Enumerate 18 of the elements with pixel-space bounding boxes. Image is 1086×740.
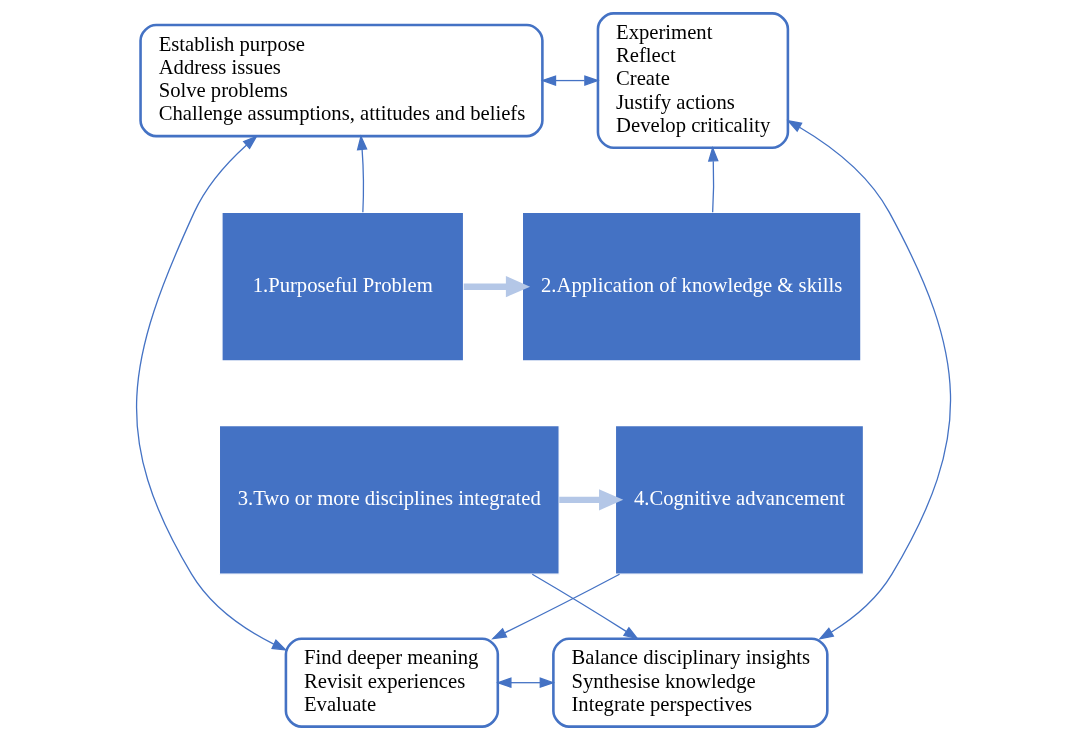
- node-box: Experiment Reflect Create Justify actions Develop criticality: [596, 12, 789, 150]
- node-box: Balance disciplinary insights Synthesise knowledge Integrate perspectives: [551, 637, 829, 728]
- arrow: [463, 276, 530, 298]
- arrow: [707, 146, 719, 213]
- node-box: 1.Purposeful Problem: [220, 211, 464, 362]
- node-box: 3.Two or more disciplines integrated: [218, 424, 560, 575]
- arrow: [490, 573, 620, 640]
- arrow: [540, 75, 600, 86]
- arrow: [531, 573, 639, 640]
- arrow: [495, 677, 555, 689]
- node-box: 4.Cognitive advancement: [614, 424, 864, 575]
- node-box: Find deeper meaning Revisit experiences Evaluate: [284, 637, 499, 728]
- node-box: Establish purpose Address issues Solve problems Challenge assumptions, attitudes and beliefs: [138, 23, 544, 138]
- arrow: [135, 135, 287, 651]
- arrow: [558, 489, 623, 511]
- arrow: [356, 134, 368, 213]
- arrow: [785, 119, 951, 640]
- node-box: 2.Application of knowledge & skills: [521, 211, 862, 362]
